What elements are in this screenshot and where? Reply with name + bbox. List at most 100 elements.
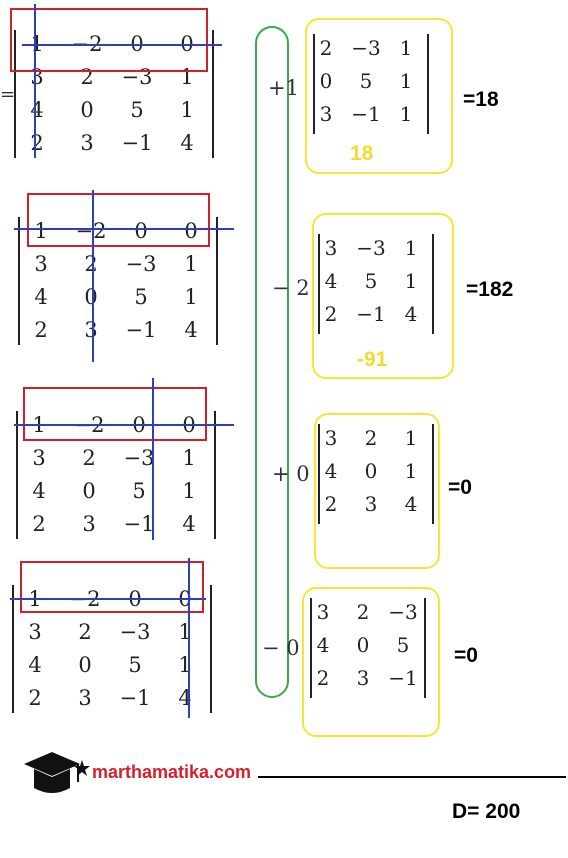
matrix-entry: 2 [32,512,46,536]
minor-entry: 1 [404,426,418,450]
matrix-entry: 5 [132,479,146,503]
matrix-entry: −3 [119,620,151,644]
minor-entry: 0 [356,633,370,657]
minor-value-label: -91 [357,348,388,371]
minor-entry: 4 [404,492,418,516]
term-result: =18 [463,88,499,111]
matrix-entry: 0 [80,98,94,122]
matrix-entry: 2 [34,318,48,342]
minor-entry: 5 [396,633,410,657]
footer-rule [258,776,566,778]
minor-entry: 1 [404,236,418,260]
matrix-entry: 3 [28,620,42,644]
minor-entry: 3 [316,600,330,624]
graduation-cap-logo [20,748,90,800]
matrix-entry: 0 [84,285,98,309]
minor-entry: 1 [399,69,413,93]
matrix-entry: −1 [121,131,153,155]
matrix-entry: 3 [82,512,96,536]
minor-value-label: 18 [350,142,374,165]
minor-entry: −3 [388,600,418,624]
minor-highlight-box [302,587,440,737]
matrix-entry: 3 [80,131,94,155]
term-result: =0 [448,476,472,499]
row-highlight-box [10,8,208,72]
minor-highlight-box [312,213,454,379]
matrix-entry: 4 [34,285,48,309]
determinant-total: D= 200 [452,800,521,823]
minor-entry: 4 [404,302,418,326]
strike-row-line [10,598,206,600]
matrix-entry: 4 [30,98,44,122]
matrix-entry: 3 [78,686,92,710]
minor-entry: 2 [316,666,330,690]
matrix-entry: −1 [119,686,151,710]
matrix-entry: 1 [180,98,194,122]
matrix-entry: 1 [34,219,48,243]
minor-entry: 2 [364,426,378,450]
matrix-entry: 2 [82,446,96,470]
term-result: =0 [454,644,478,667]
matrix-entry: 5 [134,285,148,309]
row-highlight-box [20,561,204,613]
matrix-entry: −3 [125,252,157,276]
cofactor-coefficient: − 0 [262,636,300,660]
minor-highlight-box [305,18,453,174]
matrix-entry: 4 [182,512,196,536]
matrix-entry: 5 [128,653,142,677]
minor-entry: 3 [364,492,378,516]
minor-highlight-box [314,413,440,569]
strike-column-line [188,558,190,718]
left-prefix: = [0,84,16,105]
cofactor-coefficient: + 0 [272,462,310,486]
coefficient-bracket [255,26,289,698]
cofactor-coefficient: − 2 [272,276,310,300]
matrix-entry: −3 [121,65,153,89]
matrix-entry: 1 [178,620,192,644]
minor-entry: 2 [324,492,338,516]
matrix-entry: 3 [84,318,98,342]
matrix-entry: 1 [178,653,192,677]
strike-row-line [14,228,234,230]
minor-entry: 1 [399,36,413,60]
matrix-entry: 3 [32,446,46,470]
strike-column-line [92,190,94,362]
matrix-entry: 0 [82,479,96,503]
minor-entry: −1 [388,666,418,690]
matrix-entry: 2 [30,131,44,155]
minor-entry: 4 [324,269,338,293]
row-highlight-box [23,387,207,441]
minor-entry: 3 [324,426,338,450]
matrix-entry: −1 [123,512,155,536]
strike-column-line [34,4,36,158]
term-result: =182 [466,278,514,301]
matrix-entry: 1 [182,446,196,470]
matrix-entry: −3 [123,446,155,470]
strike-row-line [22,44,222,46]
minor-entry: 4 [324,459,338,483]
matrix-entry: 0 [184,219,198,243]
minor-entry: 2 [356,600,370,624]
minor-entry: 1 [404,459,418,483]
matrix-entry: 5 [130,98,144,122]
matrix-entry: 4 [28,653,42,677]
minor-entry: 5 [364,269,378,293]
strike-row-line [14,424,234,426]
matrix-entry: −1 [125,318,157,342]
matrix-entry: 0 [134,219,148,243]
matrix-entry: 4 [180,131,194,155]
row-highlight-box [27,193,210,247]
matrix-entry: 1 [184,285,198,309]
matrix-entry: 4 [178,686,192,710]
matrix-entry: 3 [34,252,48,276]
matrix-entry: 4 [32,479,46,503]
matrix-entry: 0 [78,653,92,677]
minor-entry: 2 [324,302,338,326]
minor-entry: 0 [364,459,378,483]
minor-entry: 3 [356,666,370,690]
minor-entry: −1 [356,302,386,326]
